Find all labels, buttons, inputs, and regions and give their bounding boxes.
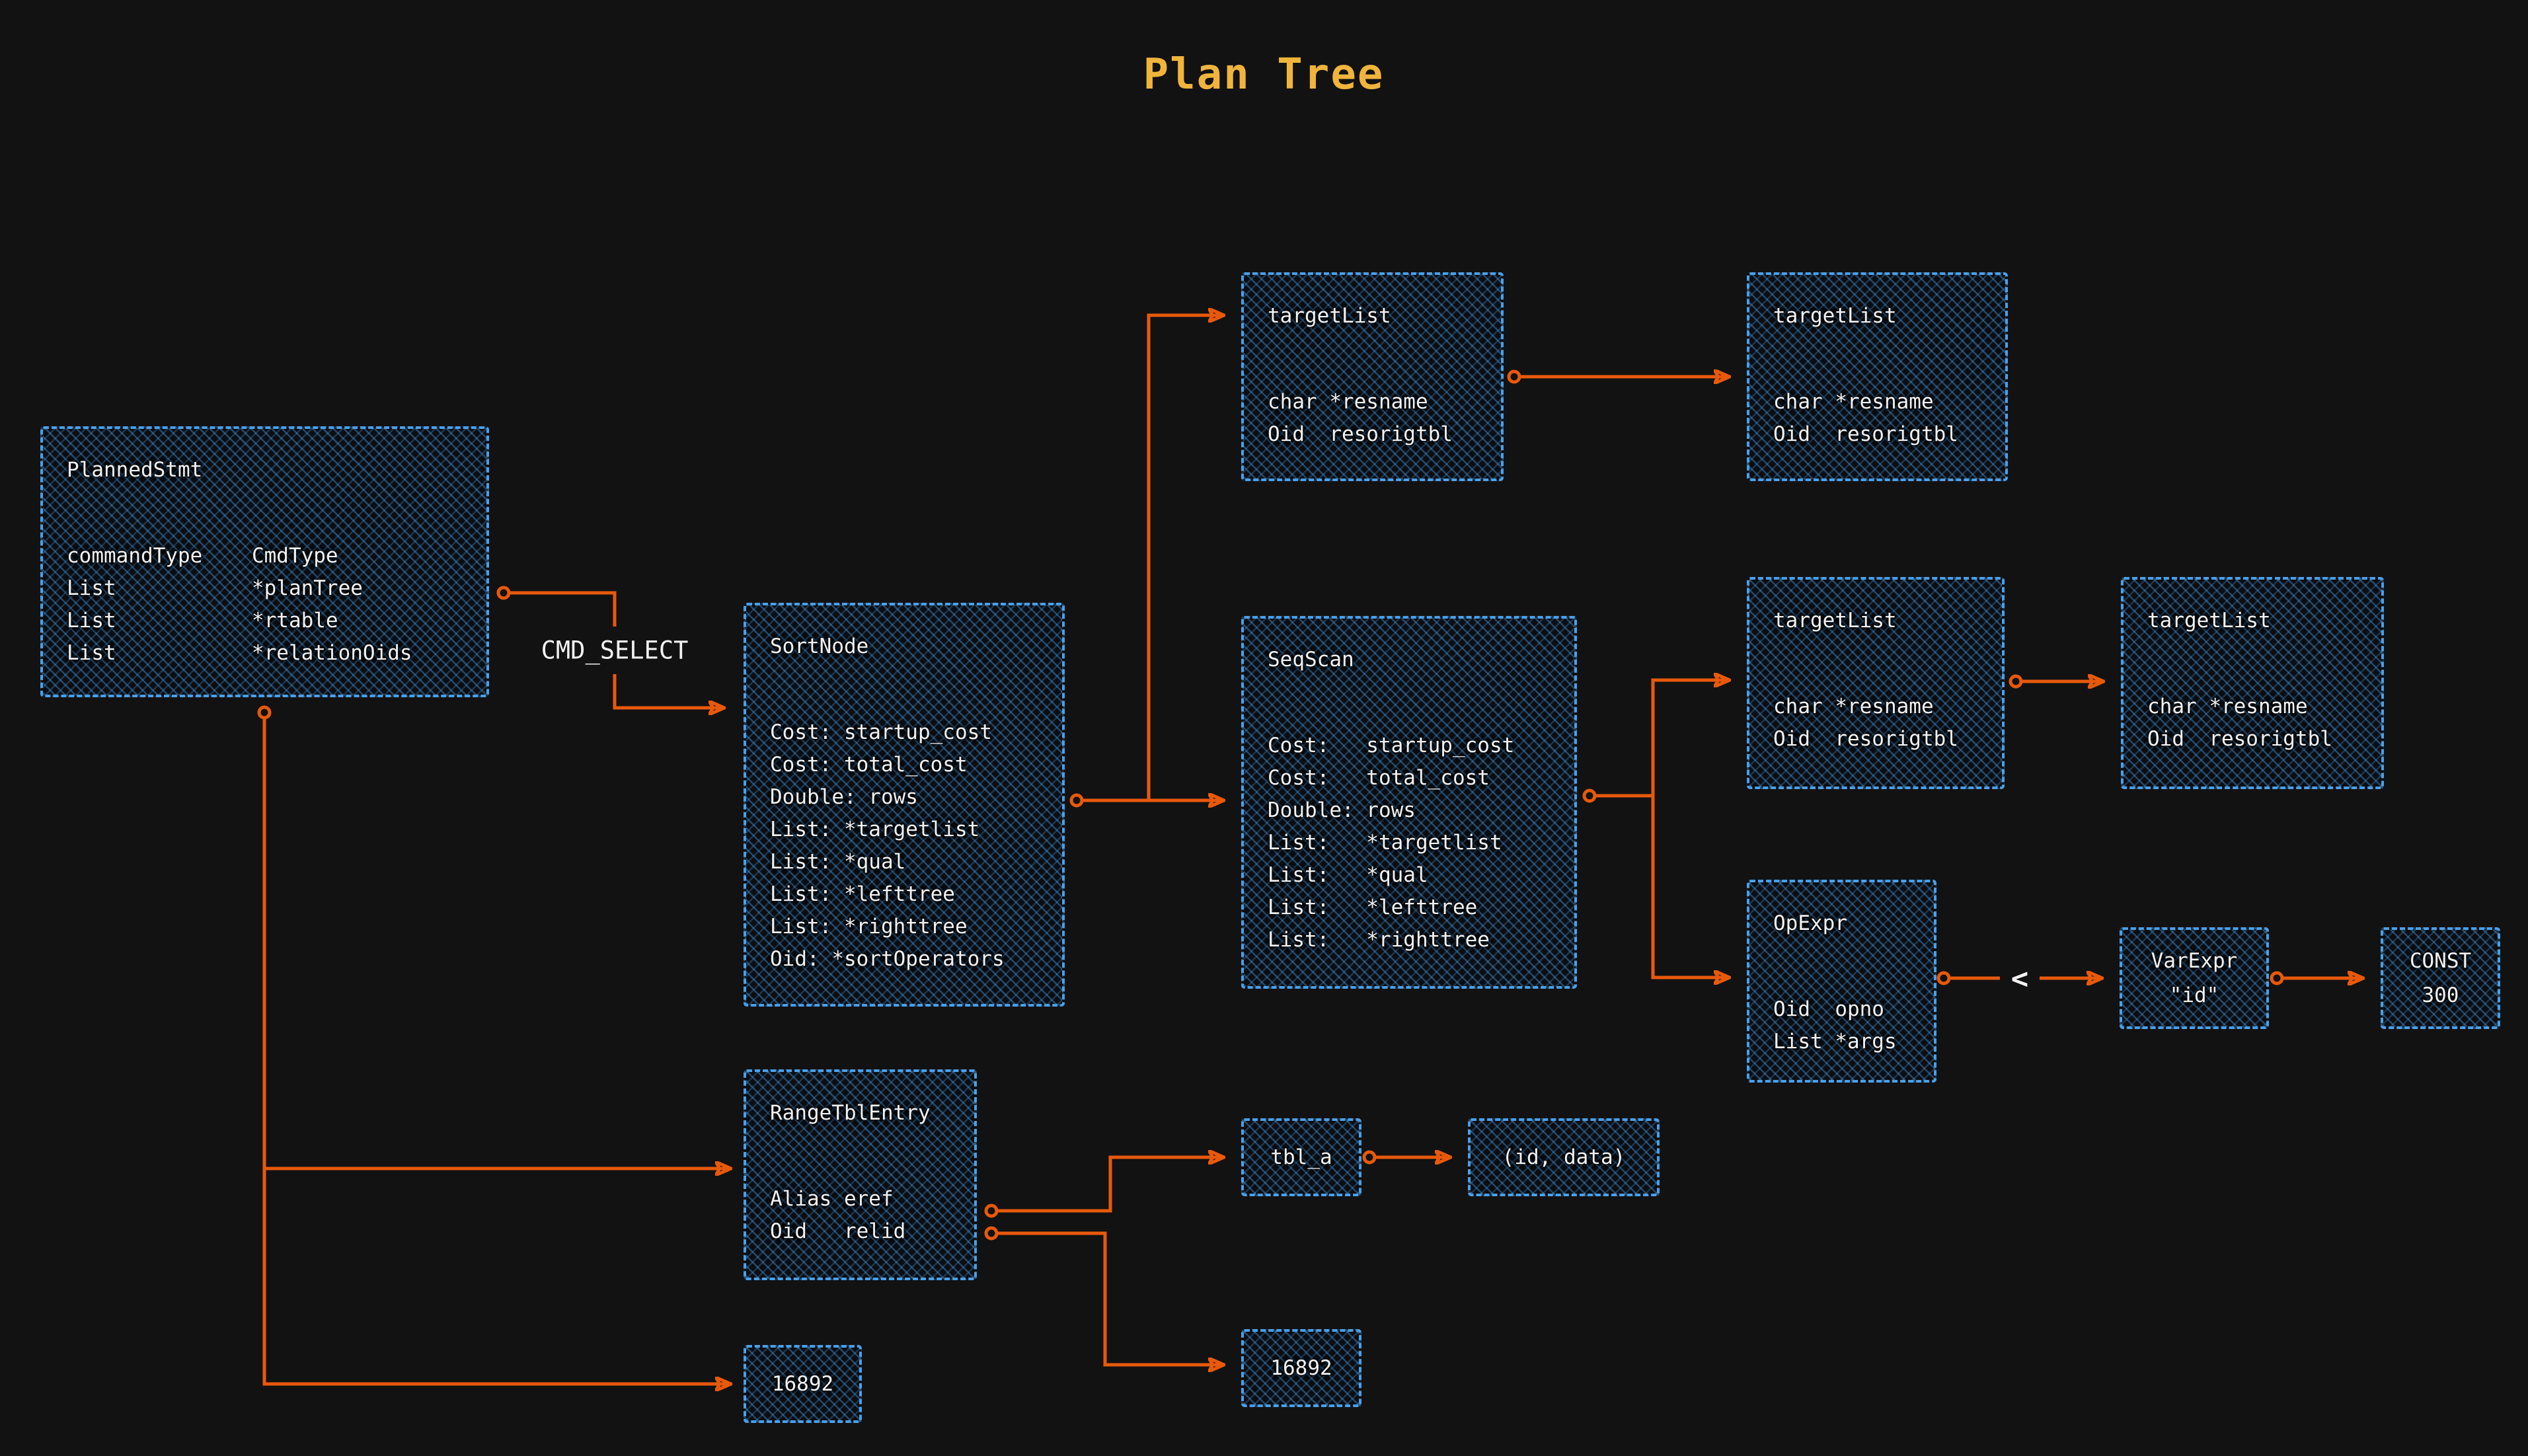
node-title: SeqScan [1268, 648, 1354, 671]
connector-targetlist-top [1507, 369, 1730, 384]
connector-origin-dot [257, 705, 272, 720]
node-title: targetList [1268, 304, 1391, 328]
node-opexpr: OpExpr Oid opno List *args [1747, 880, 1936, 1083]
connector-sortnode-branch [1069, 315, 1224, 808]
node-title: OpExpr [1773, 911, 1847, 935]
connector-opexpr-varexpr [1936, 971, 2102, 985]
node-fields: (id, data) [1502, 1145, 1626, 1169]
node-fields: commandType CmdType List *planTree List … [67, 544, 412, 665]
connector-origin-dot [984, 1226, 999, 1241]
node-fields: 16892 [771, 1372, 834, 1396]
connector-origin-dot [1582, 788, 1597, 803]
connector-seqscan-branch [1582, 680, 1730, 977]
connector-rte-tbla [984, 1157, 1224, 1218]
node-const-300: CONST 300 [2381, 927, 2500, 1029]
node-fields: 16892 [1270, 1356, 1332, 1380]
node-sortnode: SortNode Cost: startup_cost Cost: total_… [744, 603, 1065, 1007]
node-targetlist-top-left: targetList char *resname Oid resorigtbl [1241, 272, 1504, 481]
connector-origin-dot [1507, 369, 1521, 384]
connector-targetlist-mid [2009, 674, 2104, 689]
node-varexpr: VarExpr "id" [2120, 927, 2269, 1029]
node-targetlist-top-right: targetList char *resname Oid resorigtbl [1747, 272, 2008, 481]
node-title: targetList [1773, 304, 1897, 328]
connector-origin-dot [2009, 674, 2023, 689]
connector-origin-dot [1362, 1150, 1377, 1165]
connector-origin-dot [984, 1204, 999, 1218]
node-title: targetList [2147, 609, 2271, 632]
connector-plannedstmt-sortnode [496, 586, 724, 708]
node-fields: CONST 300 [2409, 949, 2472, 1007]
diagram-title: Plan Tree [1143, 50, 1385, 99]
node-tbl-a-columns: (id, data) [1468, 1118, 1660, 1196]
node-plannedstmt: PlannedStmt commandType CmdType List *pl… [40, 426, 489, 697]
node-fields: tbl_a [1270, 1145, 1332, 1169]
node-fields: char *resname Oid resorigtbl [1268, 390, 1453, 446]
connector-rte-oid [984, 1226, 1224, 1365]
node-seqscan: SeqScan Cost: startup_cost Cost: total_c… [1241, 616, 1577, 989]
node-relation-oid-right: 16892 [1241, 1329, 1361, 1407]
connector-origin-dot [496, 586, 511, 600]
node-fields: char *resname Oid resorigtbl [1773, 695, 1958, 751]
connector-tbla-columns [1362, 1150, 1451, 1165]
connector-origin-dot [1936, 971, 1951, 985]
node-title: RangeTblEntry [770, 1101, 931, 1125]
node-targetlist-mid-left: targetList char *resname Oid resorigtbl [1747, 577, 2005, 789]
node-fields: Cost: startup_cost Cost: total_cost Doub… [1268, 734, 1515, 952]
node-fields: Oid opno List *args [1773, 997, 1897, 1054]
node-rangetblentry: RangeTblEntry Alias eref Oid relid [744, 1069, 977, 1280]
connector-origin-dot [1069, 793, 1084, 808]
node-tbl-a: tbl_a [1241, 1118, 1361, 1196]
connector-origin-dot [2270, 971, 2284, 985]
node-fields: VarExpr "id" [2151, 949, 2238, 1007]
less-than-operator-label: < [2011, 962, 2029, 996]
node-fields: char *resname Oid resorigtbl [2147, 695, 2332, 751]
connector-varexpr-const [2270, 971, 2363, 985]
node-relation-oid-left: 16892 [744, 1345, 862, 1423]
node-fields: Cost: startup_cost Cost: total_cost Doub… [770, 720, 1005, 971]
cmd-select-label: CMD_SELECT [541, 636, 689, 665]
node-title: SortNode [770, 634, 869, 658]
node-fields: Alias eref Oid relid [770, 1187, 906, 1243]
node-targetlist-mid-right: targetList char *resname Oid resorigtbl [2121, 577, 2384, 789]
connector-plannedstmt-rtable-oids [257, 705, 731, 1384]
node-title: targetList [1773, 609, 1897, 632]
node-fields: char *resname Oid resorigtbl [1773, 390, 1958, 446]
node-title: PlannedStmt [67, 458, 203, 482]
